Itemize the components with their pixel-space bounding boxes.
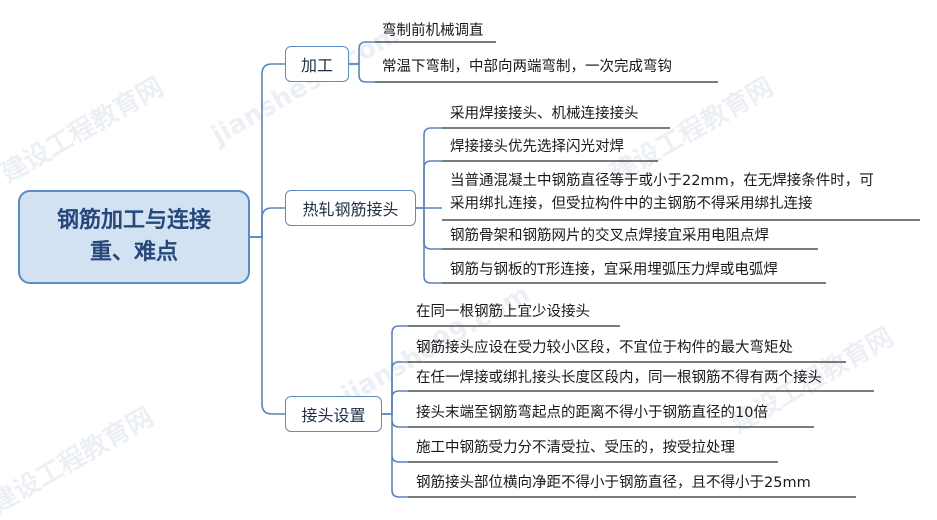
leaf-text: 当普通混凝土中钢筋直径等于或小于22mm，在无焊接条件时，可	[450, 173, 874, 189]
leaf-text: 钢筋与钢板的T形连接，宜采用埋弧压力焊或电弧焊	[450, 262, 778, 278]
connector-root-rezha	[250, 207, 285, 238]
connector-jiagong-2	[349, 63, 375, 83]
root-title-line2: 重、难点	[89, 240, 178, 265]
connector-jiagong-1	[349, 41, 375, 65]
leaf-text: 在任一焊接或绑扎接头长度区段内，同一根钢筋不得有两个接头	[416, 370, 822, 386]
leaf-text: 钢筋接头部位横向净距不得小于钢筋直径，且不得小于25mm	[416, 475, 811, 491]
connector-rezha-4	[423, 208, 442, 250]
connector-jietou-6	[391, 455, 408, 498]
root-title-line1: 钢筋加工与连接	[56, 208, 211, 233]
branch-node-rezha: 热轧钢筋接头	[285, 190, 416, 226]
connector-jietou-3	[391, 390, 408, 414]
connector-jietou-2	[391, 361, 408, 414]
connector-root-jiagong	[250, 63, 285, 238]
leaf-text: 常温下弯制，中部向两端弯制，一次完成弯钩	[382, 59, 672, 75]
leaf-text: 弯制前机械调直	[382, 23, 484, 39]
leaf-text: 采用焊接接头、机械连接接头	[450, 106, 639, 122]
connector-root-jietou	[250, 236, 285, 415]
branch-node-jietou: 接头设置	[285, 396, 382, 432]
leaf-text: 钢筋接头应设在受力较小区段，不宜位于构件的最大弯矩处	[416, 340, 793, 356]
leaf-text: 焊接接头优先选择闪光对焊	[450, 139, 624, 155]
connector-rezha-2	[423, 160, 442, 208]
connector-jietou-1	[382, 325, 408, 415]
leaf-text: 接头末端至钢筋弯起点的距离不得小于钢筋直径的10倍	[416, 405, 768, 421]
leaf-text: 钢筋骨架和钢筋网片的交叉点焊接宜采用电阻点焊	[450, 228, 769, 244]
connector-rezha-5	[423, 208, 442, 284]
root-node: 钢筋加工与连接 重、难点	[18, 190, 250, 284]
connector-rezha-1	[416, 127, 442, 209]
branch-node-jiagong: 加工	[285, 46, 349, 82]
connector-jietou-4	[382, 413, 408, 428]
leaf-text: 在同一根钢筋上宜少设接头	[416, 304, 590, 320]
leaf-text: 施工中钢筋受力分不清受拉、受压的，按受拉处理	[416, 440, 735, 456]
leaf-text: 采用绑扎连接，但受拉构件中的主钢筋不得采用绑扎连接	[450, 196, 813, 212]
